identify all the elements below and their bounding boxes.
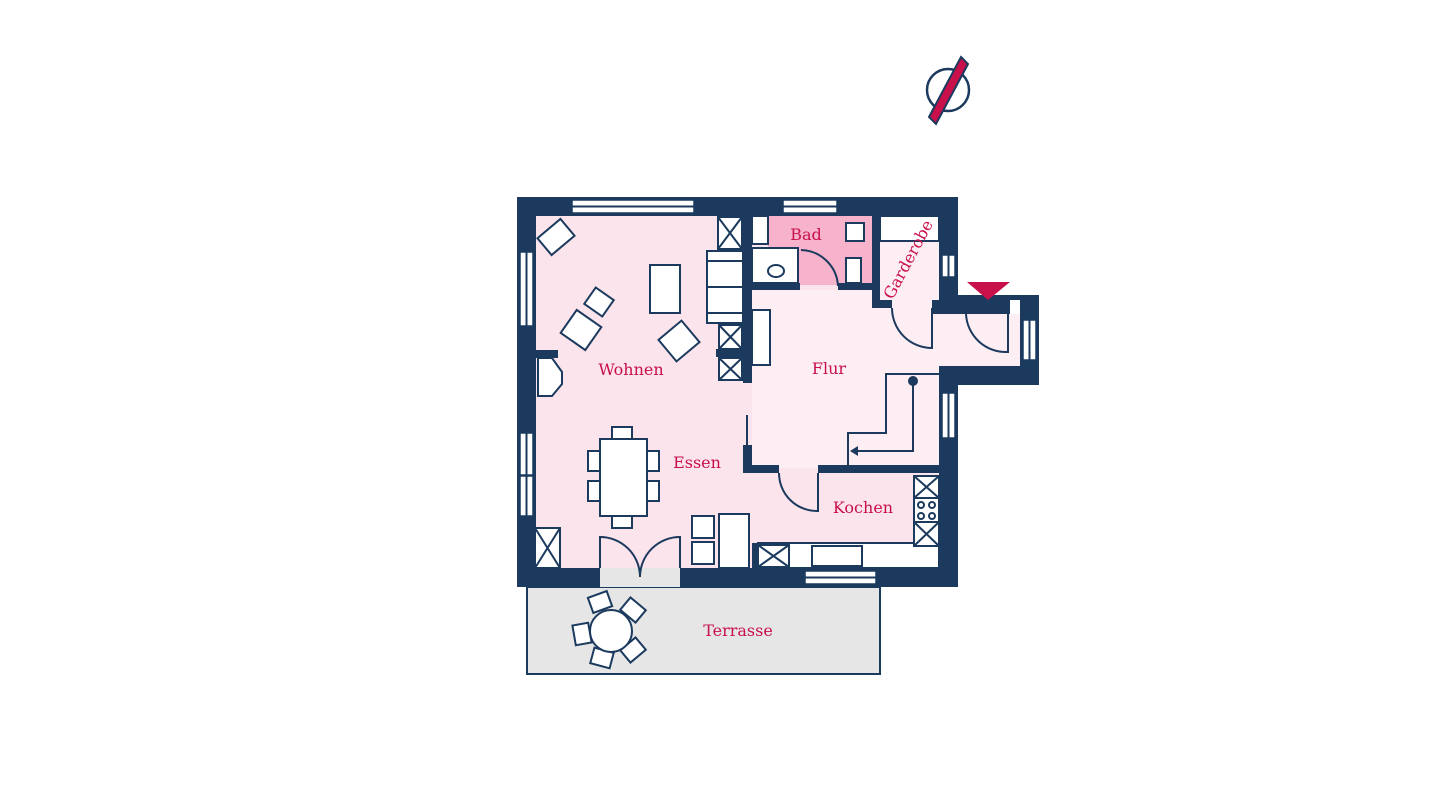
room-label-flur: Flur xyxy=(812,359,847,378)
flur-fill xyxy=(752,290,939,468)
room-label-kochen: Kochen xyxy=(833,498,893,517)
interior-walls xyxy=(536,216,939,568)
windows xyxy=(519,199,1037,585)
room-label-bad: Bad xyxy=(790,225,822,244)
room-label-essen: Essen xyxy=(673,453,721,472)
entrance-triangle-icon xyxy=(967,282,1010,300)
terrace-door-opening xyxy=(600,568,680,587)
north-compass-icon xyxy=(925,55,971,126)
doors xyxy=(599,249,1009,578)
furniture xyxy=(534,215,940,670)
stairs xyxy=(847,373,939,468)
room-label-wohnen: Wohnen xyxy=(598,360,663,379)
room-label-terrasse: Terrasse xyxy=(703,621,773,640)
